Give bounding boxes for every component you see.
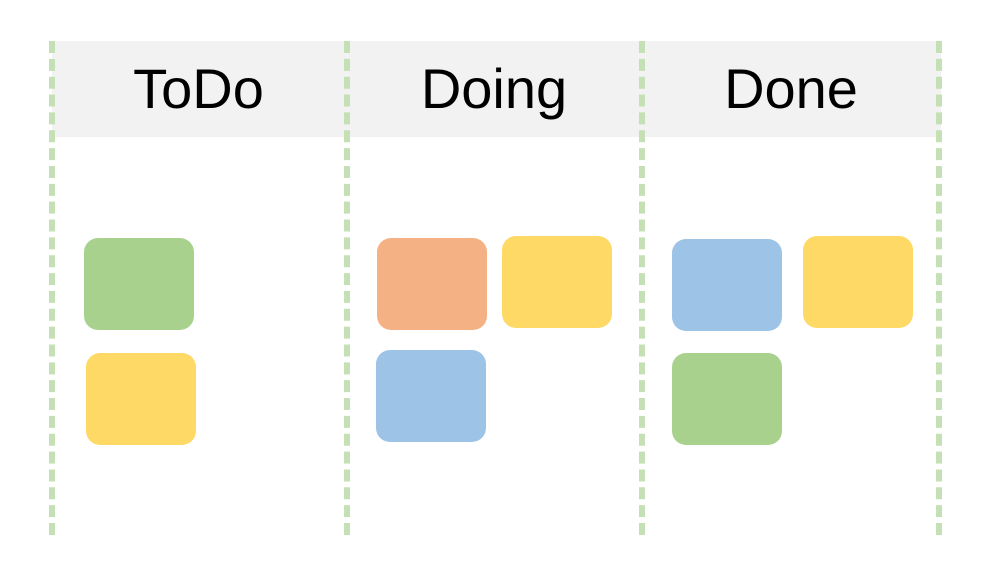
doing-card-3[interactable] [376,350,486,442]
doing-card-2[interactable] [502,236,612,328]
column-divider-right [936,41,942,535]
done-card-1[interactable] [672,239,782,331]
doing-card-1[interactable] [377,238,487,330]
todo-card-2[interactable] [86,353,196,445]
column-divider-left [49,41,55,535]
column-title-done: Done [724,57,858,120]
column-title-todo: ToDo [133,57,264,120]
column-title-doing: Doing [420,57,568,120]
done-card-2[interactable] [803,236,913,328]
column-divider-1 [344,41,350,535]
column-divider-2 [639,41,645,535]
todo-card-1[interactable] [84,238,194,330]
done-card-3[interactable] [672,353,782,445]
header-band [52,41,941,137]
